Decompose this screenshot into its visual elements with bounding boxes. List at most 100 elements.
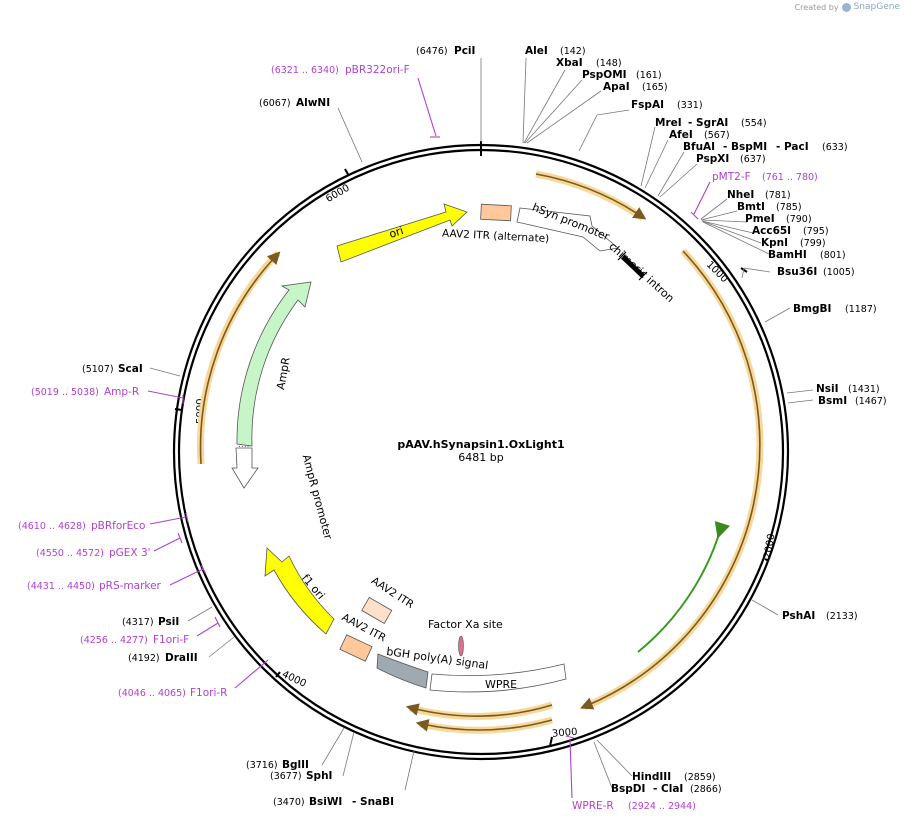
enzyme-alei: AleI: [525, 45, 548, 57]
enzyme-pos-alwni: (6067): [259, 98, 291, 109]
enzyme-pos-psii: (4317): [122, 617, 154, 628]
enzyme-sphi: SphI: [306, 770, 332, 782]
enzyme-leaders: [149, 57, 814, 791]
enzyme-pos-hindiii: (2859): [684, 772, 716, 783]
feature-ampr-promoter: [231, 447, 259, 489]
enzyme-pos-pspxi: (637): [740, 154, 766, 165]
primer-f1ori-f: F1ori-F: [153, 634, 189, 646]
enzyme-pos-alei: (142): [560, 46, 586, 57]
enzyme-pos-sgrai: (554): [741, 118, 767, 129]
snapgene-logo-icon: [841, 2, 851, 12]
enzyme-hindiii: HindIII: [632, 771, 671, 783]
enzyme-pspxi: PspXI: [696, 153, 729, 165]
enzyme-pos-apai: (165): [642, 82, 668, 93]
primer-range-pmt2-f: (761 .. 780): [762, 172, 818, 183]
feature-aav2-itr-alternate-label: AAV2 ITR (alternate): [442, 227, 550, 245]
plasmid-length: 6481 bp: [458, 451, 503, 464]
primer-wpre-r: WPRE-R: [572, 800, 614, 812]
enzyme-bspdi: BspDI: [611, 783, 645, 795]
credit-prefix: Created by: [794, 2, 839, 12]
primer-leaders: [147, 77, 711, 799]
primer-prs-marker: pRS-marker: [99, 580, 162, 592]
primer-range-pbr322ori-f: (6321 .. 6340): [271, 65, 339, 76]
enzyme-pos-bsmi: (1467): [855, 396, 887, 407]
enzyme-bfuai: BfuAI: [683, 141, 715, 153]
feature-ampr-label: AmpR: [274, 356, 293, 391]
enzyme-pos-scai: (5107): [82, 364, 114, 375]
feature-hsyn-promoter: [516, 207, 619, 252]
enzyme-pos-draiii: (4192): [128, 653, 160, 664]
enzyme-pcii: PciI: [454, 45, 475, 57]
primer-range-amp-r: (5019 .. 5038): [31, 387, 99, 398]
enzyme-pos-pcii: (6476): [416, 46, 448, 57]
primer-f1ori-r: F1ori-R: [190, 687, 227, 699]
enzyme-clai: - ClaI: [653, 783, 683, 795]
feature-ampr: [236, 281, 312, 447]
enzyme-bamhi: BamHI: [768, 249, 807, 261]
feature-wpre-label: WPRE: [485, 678, 517, 691]
enzyme-snabi: - SnaBI: [352, 796, 394, 808]
arc-green: [637, 520, 731, 653]
enzyme-kpni: KpnI: [761, 237, 788, 249]
enzyme-pshai: PshAI: [782, 610, 815, 622]
enzyme-pos-bamhi: (801): [820, 250, 846, 261]
feature-factor-xa-site: [458, 635, 464, 657]
enzyme-pos-acc65i: (795): [803, 226, 829, 237]
enzyme-pos-afei: (567): [704, 130, 730, 141]
feature-aav2-itr-1: [361, 596, 393, 624]
primer-pbr322ori-f: pBR322ori-F: [345, 64, 410, 76]
enzyme-bglii: BglII: [282, 759, 309, 771]
feature-chimeric-intron: [621, 255, 645, 278]
feature-bgh-polya: [376, 653, 429, 689]
enzyme-bmgbi: BmgBI: [793, 303, 831, 315]
enzyme-pos-xbai: (148): [596, 58, 622, 69]
arc-orange-top-line: [535, 173, 647, 220]
primer-range-pgex3: (4550 .. 4572): [36, 548, 104, 559]
feature-ori: [336, 203, 468, 263]
scale-2000: 2000: [762, 533, 777, 560]
feature-aav2-itr-alternate: [480, 203, 512, 222]
plasmid-name: pAAV.hSynapsin1.OxLight1: [397, 438, 564, 451]
primer-range-wpre-r: (2924 .. 2944): [628, 801, 696, 812]
primer-range-pbrforeco: (4610 .. 4628): [18, 521, 86, 532]
primer-pgex3: pGEX 3': [109, 547, 151, 559]
scale-3000: 3000: [552, 727, 578, 740]
enzyme-bsmi: BsmI: [818, 395, 847, 407]
feature-factor-xa-site-label: Factor Xa site: [428, 618, 503, 631]
enzyme-nsii: NsiI: [816, 383, 839, 395]
enzyme-pos-pspomi: (161): [636, 70, 662, 81]
enzyme-psii: PsiI: [158, 616, 179, 628]
enzyme-apai: ApaI: [603, 81, 630, 93]
enzyme-acc65i: Acc65I: [752, 225, 791, 237]
primer-amp-r: Amp-R: [104, 386, 139, 398]
enzyme-bspmi: - BspMI: [723, 141, 767, 153]
enzyme-fspai: FspAI: [631, 99, 664, 111]
feature-ampr-promoter-label: AmpR promoter: [300, 453, 335, 541]
enzyme-pos-bmti: (785): [776, 202, 802, 213]
feature-f1-ori: [264, 547, 335, 635]
enzyme-pos-kpni: (799): [800, 238, 826, 249]
primer-range-f1ori-r: (4046 .. 4065): [118, 688, 186, 699]
arc-orange-left-line: [199, 251, 281, 465]
primer-pmt2-f: pMT2-F: [712, 171, 751, 183]
arc-orange-bottom-2-line: [415, 719, 553, 732]
enzyme-pmei: PmeI: [745, 213, 775, 225]
enzyme-pos-clai: (2866): [690, 784, 722, 795]
enzyme-paci: - PacI: [776, 141, 809, 153]
enzyme-alwni: AlwNI: [296, 97, 330, 109]
enzyme-scai: ScaI: [118, 363, 143, 375]
enzyme-afei: AfeI: [669, 129, 693, 141]
primer-range-prs-marker: (4431 .. 4450): [27, 581, 95, 592]
enzyme-pos-nhei: (781): [765, 190, 791, 201]
enzyme-pos-bsu36i: (1005): [823, 267, 855, 278]
enzyme-xbai: XbaI: [556, 57, 583, 69]
enzyme-pos-pmei: (790): [786, 214, 812, 225]
feature-wpre: [429, 663, 567, 693]
enzyme-pos-sphi: (3677): [270, 771, 302, 782]
enzyme-nhei: NheI: [727, 189, 754, 201]
feature-ori-label: ori: [387, 224, 405, 241]
enzyme-sgrai: - SgrAI: [688, 117, 728, 129]
feature-aav2-itr-2: [339, 634, 373, 662]
enzyme-mrei: MreI: [655, 117, 682, 129]
